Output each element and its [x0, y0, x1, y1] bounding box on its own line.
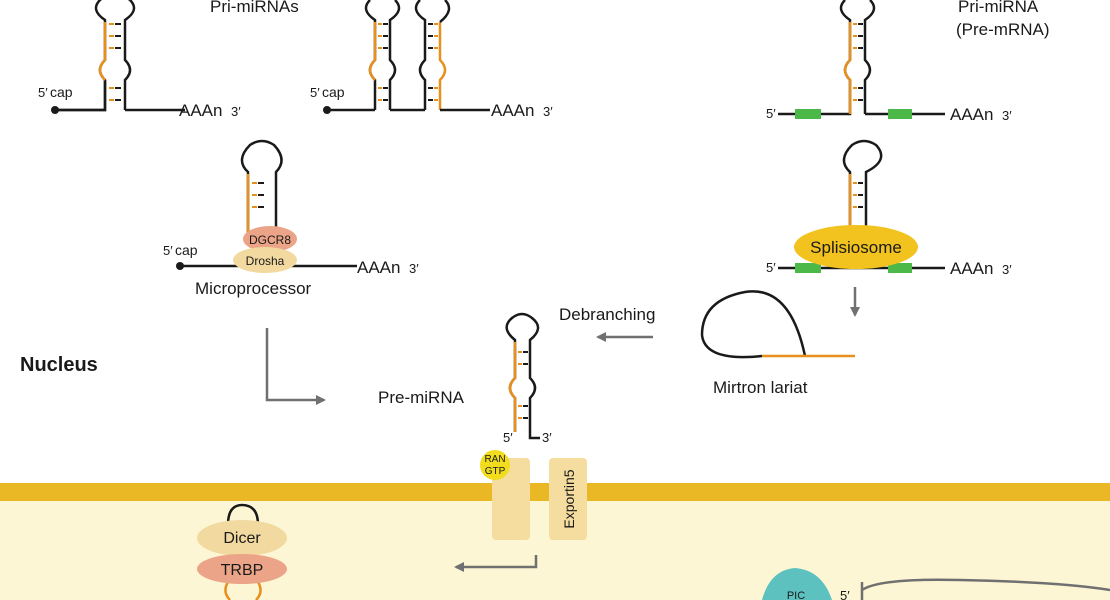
- dicer-protein: [197, 520, 287, 556]
- microprocessor-label: Microprocessor: [195, 279, 312, 298]
- five-prime-label-4: 5′: [163, 243, 173, 258]
- poly-a-label-5: AAAn: [950, 259, 993, 278]
- exportin5-protein: [549, 458, 587, 540]
- ran-label: RAN: [484, 454, 505, 465]
- splisiosome-label: Splisiosome: [810, 238, 902, 257]
- poly-a-label-2: AAAn: [491, 101, 534, 120]
- pri-mirnas-label: Pri-miRNAs: [210, 0, 299, 16]
- pri-mirna-hairpin-1: [51, 0, 185, 114]
- dicer-label: Dicer: [223, 530, 261, 547]
- trbp-protein: [197, 554, 287, 584]
- poly-a-label-4: AAAn: [357, 258, 400, 277]
- five-prime-label-7: 5′: [840, 588, 850, 600]
- five-prime-label-5: 5′: [766, 260, 776, 275]
- three-prime-label-6: 3′: [542, 430, 552, 445]
- dgcr8-protein: [243, 226, 297, 252]
- cap-label-2: cap: [322, 84, 345, 100]
- exportin5-label: Exportin5: [561, 469, 577, 528]
- mirtron-lariat-label: Mirtron lariat: [713, 378, 808, 397]
- three-prime-label-1: 3′: [231, 104, 241, 119]
- pre-mrna-label: (Pre-mRNA): [956, 20, 1050, 39]
- three-prime-label-3: 3′: [1002, 108, 1012, 123]
- dgcr8-label: DGCR8: [249, 233, 291, 247]
- inhibition-line: [861, 578, 1110, 592]
- mirtron-lariat: [700, 290, 855, 359]
- five-prime-label-2: 5′: [310, 85, 320, 100]
- dicer-hairpin-stem: [224, 581, 262, 600]
- trbp-label: TRBP: [221, 562, 264, 579]
- pre-mirna-hairpin: [505, 312, 540, 440]
- five-prime-label-1: 5′: [38, 85, 48, 100]
- cap-label-1: cap: [50, 84, 73, 100]
- poly-a-label-1: AAAn: [179, 101, 222, 120]
- pri-mirna-label: Pri-miRNA: [958, 0, 1039, 16]
- drosha-label: Drosha: [246, 254, 285, 268]
- drosha-protein: [233, 247, 297, 273]
- five-prime-label-3: 5′: [766, 106, 776, 121]
- poly-a-label-3: AAAn: [950, 105, 993, 124]
- gtp-label: GTP: [485, 466, 506, 477]
- five-prime-label-6: 5′: [503, 430, 513, 445]
- three-prime-label-4: 3′: [409, 261, 419, 276]
- three-prime-label-2: 3′: [543, 104, 553, 119]
- debranching-label: Debranching: [559, 305, 655, 324]
- pic-label: PIC: [787, 590, 805, 600]
- microprocessor-arrow: [265, 328, 326, 405]
- three-prime-label-5: 3′: [1002, 262, 1012, 277]
- dicer-hairpin-loop: [226, 503, 260, 526]
- pre-mirna-label: Pre-miRNA: [378, 388, 465, 407]
- ran-gtp-protein: [480, 450, 510, 480]
- mirtron-splicing: [778, 139, 945, 273]
- export-arrow: [454, 555, 538, 572]
- splisiosome-complex: [794, 225, 918, 269]
- pri-mirna-cluster: [323, 0, 490, 114]
- pic-complex: [762, 568, 832, 600]
- cap-label-4: cap: [175, 242, 198, 258]
- pri-mirna-mirtron: [778, 0, 945, 119]
- nucleus-label: Nucleus: [20, 354, 98, 376]
